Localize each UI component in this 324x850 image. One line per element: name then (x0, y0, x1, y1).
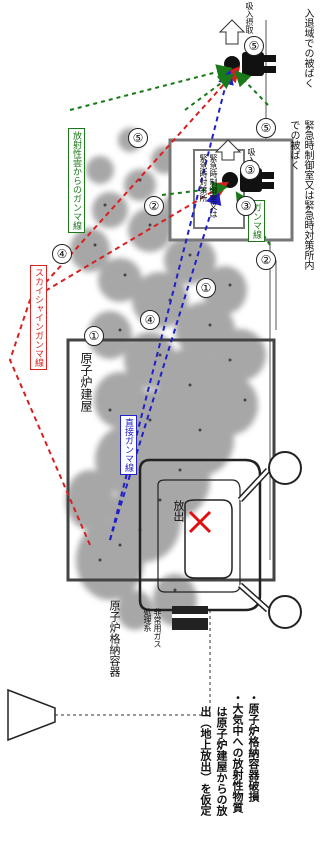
inhale-arrow-evac (218, 19, 246, 45)
cloud-gamma-label: 放射性雲からのガンマ線 (68, 128, 85, 233)
release-label: 放出 (172, 500, 185, 522)
marker-3b: ③ (236, 196, 256, 216)
release-mark (188, 510, 212, 534)
marker-4a: ④ (52, 244, 72, 264)
marker-2b: ② (256, 250, 276, 270)
gas-treatment-label-1: 非常用ガス (153, 608, 162, 648)
direct-gamma-path (109, 68, 234, 541)
control-room-inner-label: 緊急時制御室又は緊急時対策所 (199, 154, 218, 218)
marker-1b: ① (196, 278, 216, 298)
inhale-label-evac: 吸入摂取 (245, 2, 254, 34)
reactor-building-label: 原子炉建屋 (79, 352, 93, 412)
note-line-3: は原子炉建屋からの放 (215, 706, 228, 816)
marker-2a: ② (144, 196, 164, 216)
note-line-1: ・原子炉格納容器破損 (247, 692, 260, 802)
skyshine-label: スカイシャインガンマ線 (30, 265, 47, 370)
marker-4b: ④ (140, 310, 160, 330)
inhale-arrow-control (214, 139, 242, 161)
control-room-caption: 緊急時制御室又は緊急時対策所内での被ばく (288, 120, 313, 270)
direct-gamma-label: 直接ガンマ線 (120, 415, 137, 475)
containment-vessel-label: 原子炉格納容器 (108, 600, 121, 677)
containment-vessel (138, 451, 302, 629)
skyshine-path (8, 66, 241, 546)
marker-5a: ⑤ (244, 36, 264, 56)
note-line-4: 出（地上放出）を仮定 (199, 706, 212, 816)
exhaust-stack (7, 688, 56, 742)
marker-1a: ① (84, 326, 104, 346)
gas-treatment-label-2: 処理系 (143, 608, 152, 632)
marker-5c: ⑤ (128, 128, 148, 148)
marker-3a: ③ (240, 160, 260, 180)
evacuation-caption: 入退域での被ばく (302, 8, 313, 88)
marker-5b: ⑤ (256, 118, 276, 138)
person-evacuation (224, 52, 276, 76)
note-line-2: ・大気中への放射性物質 (231, 692, 244, 813)
